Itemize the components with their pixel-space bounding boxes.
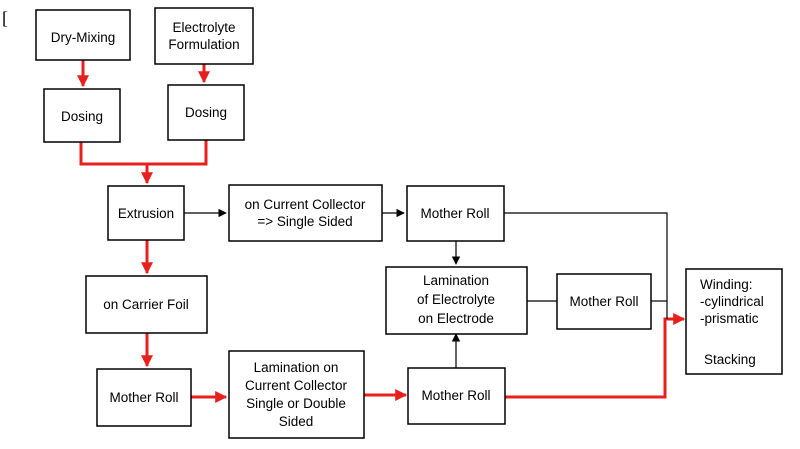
box-label: Stacking xyxy=(704,352,756,367)
box-label: Mother Roll xyxy=(420,206,489,221)
box-winding: Winding: -cylindrical -prismatic Stackin… xyxy=(685,268,783,375)
box-mother-roll-bottom-left: Mother Roll xyxy=(96,368,192,427)
box-label: Lamination on xyxy=(254,360,339,375)
connector-mother-roll-top-to-winding xyxy=(504,212,668,319)
box-on-carrier-foil: on Carrier Foil xyxy=(85,275,208,334)
box-label: -prismatic xyxy=(700,311,759,326)
corner-bracket-mark: [ xyxy=(2,8,8,28)
box-label: Current Collector xyxy=(245,378,348,393)
black-connectors xyxy=(184,208,668,368)
box-label: Extrusion xyxy=(118,206,174,221)
box-label: of Electrolyte xyxy=(417,292,495,307)
box-dosing-left: Dosing xyxy=(43,88,121,143)
box-lamination-electrolyte: Lamination of Electrolyte on Electrode xyxy=(385,266,528,335)
box-label: Mother Roll xyxy=(109,390,178,405)
box-label: Dosing xyxy=(185,105,227,120)
box-lamination-current-collector: Lamination on Current Collector Single o… xyxy=(228,350,365,439)
box-label: Dry-Mixing xyxy=(51,30,116,45)
box-on-current-collector: on Current Collector => Single Sided xyxy=(228,184,383,242)
box-label: Single or Double xyxy=(246,396,346,411)
box-label: Electrolyte xyxy=(172,20,235,35)
box-label: Mother Roll xyxy=(569,294,638,309)
arrow-mother-roll-to-winding xyxy=(505,313,686,399)
box-dry-mixing: Dry-Mixing xyxy=(35,9,131,61)
box-mother-roll-mid: Mother Roll xyxy=(556,273,652,330)
connector-dosing-merge xyxy=(79,140,208,166)
box-label: Mother Roll xyxy=(421,388,490,403)
box-label: Lamination xyxy=(423,273,489,288)
box-dosing-right: Dosing xyxy=(167,84,245,141)
box-label: Dosing xyxy=(61,109,103,124)
red-connectors xyxy=(77,60,686,403)
box-label: on Electrode xyxy=(418,311,494,326)
box-label: -cylindrical xyxy=(700,294,764,309)
box-mother-roll-bottom-right: Mother Roll xyxy=(407,367,506,425)
box-label: on Current Collector xyxy=(245,197,366,212)
box-label: on Carrier Foil xyxy=(103,297,189,312)
box-label: Formulation xyxy=(168,37,239,52)
box-mother-roll-top: Mother Roll xyxy=(406,185,505,242)
box-label: Sided xyxy=(279,414,314,429)
box-label: Winding: xyxy=(700,277,753,292)
box-extrusion: Extrusion xyxy=(107,185,185,241)
box-label: => Single Sided xyxy=(257,214,352,229)
box-electrolyte-formulation: Electrolyte Formulation xyxy=(154,7,254,65)
